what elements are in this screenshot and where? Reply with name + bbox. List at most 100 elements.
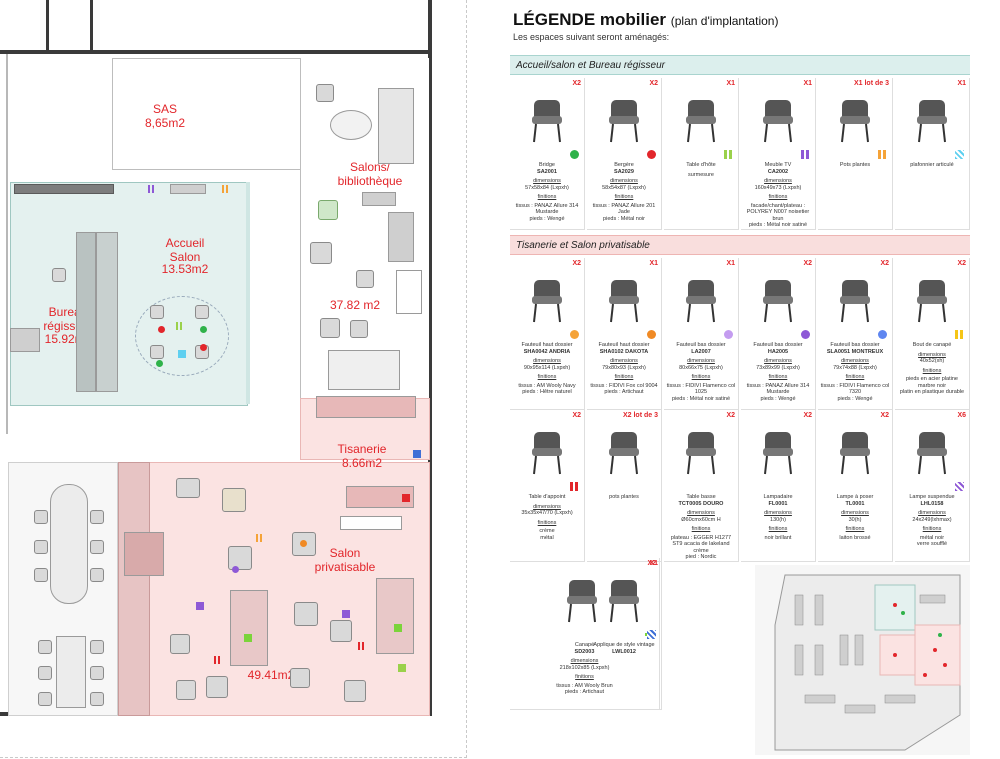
finishes-label: finitions [768,526,788,532]
product-image [753,418,803,478]
legend-item-card: X2 lot de 3 pots plantes [587,410,662,562]
quantity-label: X1 [649,260,658,267]
marker-red-bars [358,642,366,650]
dimensions-label: dimensions [533,358,561,364]
dimensions-label: dimensions [764,358,792,364]
wall [428,0,432,715]
product-code: LA2007 [691,348,711,355]
dimensions-value: 218x102x85 (Lxpxh) [559,664,610,671]
finishes-label: finitions [575,674,594,680]
chair [344,680,366,702]
blank-icon [724,482,733,491]
product-code: FL0001 [768,500,788,507]
marker-red-bars [214,656,222,664]
finishes-value: tissus : PANAZ Allure 314 Mustarde pieds… [515,202,579,222]
quantity-label: X2 [880,260,889,267]
finishes-value: tissus : FIDIVI Flamenco col 7320 pieds … [820,382,890,402]
quantity-label: X2 lot de 3 [622,412,658,419]
quantity-label: X2 [572,80,581,87]
marker-green-dot [156,360,163,367]
dimensions-label: dimensions [918,510,946,516]
product-silhouette [763,100,793,143]
quantity-label: X2 [649,80,658,87]
product-silhouette [532,100,562,143]
chair [90,692,104,706]
finishes-value: plateau : EGGER H1277 ST9 acacia de lake… [670,534,732,561]
chair [38,640,52,654]
table [56,636,86,708]
chair [38,692,52,706]
product-silhouette [532,432,562,475]
product-name: Meuble TV [764,162,792,168]
tisanerie-name: Tisanerie [337,442,387,456]
product-code: SD2003 [574,648,595,655]
marker-red-dot [200,344,207,351]
marker-green-dot [200,326,207,333]
product-silhouette [686,432,716,475]
blank-icon [878,482,887,491]
finishes-value: tissus : FIDIVI Fox col 9004 pieds : Art… [590,382,658,396]
chair [356,270,374,288]
desk [96,232,118,392]
product-silhouette [609,432,639,475]
product-silhouette [609,580,639,623]
product-name: Lampadaire [763,494,793,500]
dimensions-label: dimensions [764,178,792,184]
marker-orange-dot [300,540,307,547]
product-name: Pots plantes [839,162,871,168]
chair [90,666,104,680]
product-name: Applique de style vintage [593,642,655,648]
product-info: pots plantes [589,494,659,504]
salon-priv-area: 49.41m2 [247,668,295,682]
product-silhouette [840,432,870,475]
orange-dot-small-icon [570,330,579,339]
finishes-label: finitions [614,194,634,200]
chair [176,478,200,498]
product-name: Bergère [614,162,634,168]
chair [290,668,310,688]
finishes-value: tissus : AM Wooly Navy pieds : Hêtre nat… [518,382,576,396]
purple-diag-icon [955,482,964,491]
room-accueil [10,182,248,406]
product-silhouette [609,100,639,143]
room-sas [112,58,302,170]
product-image [599,86,649,146]
wall [0,50,432,54]
orange-dot-icon [647,330,656,339]
blank-icon [801,482,810,491]
marker-green [398,664,406,672]
green-bars-icon [724,150,733,159]
salon-priv-name: Salon privatisable [314,546,376,574]
finishes-label: finitions [845,526,865,532]
chair [206,676,228,698]
chair [34,568,48,582]
product-info: Pots plantes [820,162,890,172]
dimensions-label: dimensions [841,358,869,364]
product-silhouette [917,280,947,323]
chair [90,640,104,654]
marker-green-plus [394,624,402,632]
dimensions-value: 40x52(xh) [919,358,945,364]
chair [176,680,196,700]
product-image [522,566,642,626]
quantity-label: X1 [803,80,812,87]
quantity-label: X2 [957,260,966,267]
chair [320,318,340,338]
finishes-label: finitions [537,519,557,526]
salons-name: Salons/ bibliothèque [337,160,403,188]
dimensions-label: dimensions [687,358,715,364]
counter [340,516,402,530]
chair [52,268,66,282]
dimensions-value: 160x49x73 (Lxpxh) [754,184,802,191]
product-silhouette [532,280,562,323]
chair [318,200,338,220]
cabinet [396,270,422,314]
sofa [378,88,414,164]
